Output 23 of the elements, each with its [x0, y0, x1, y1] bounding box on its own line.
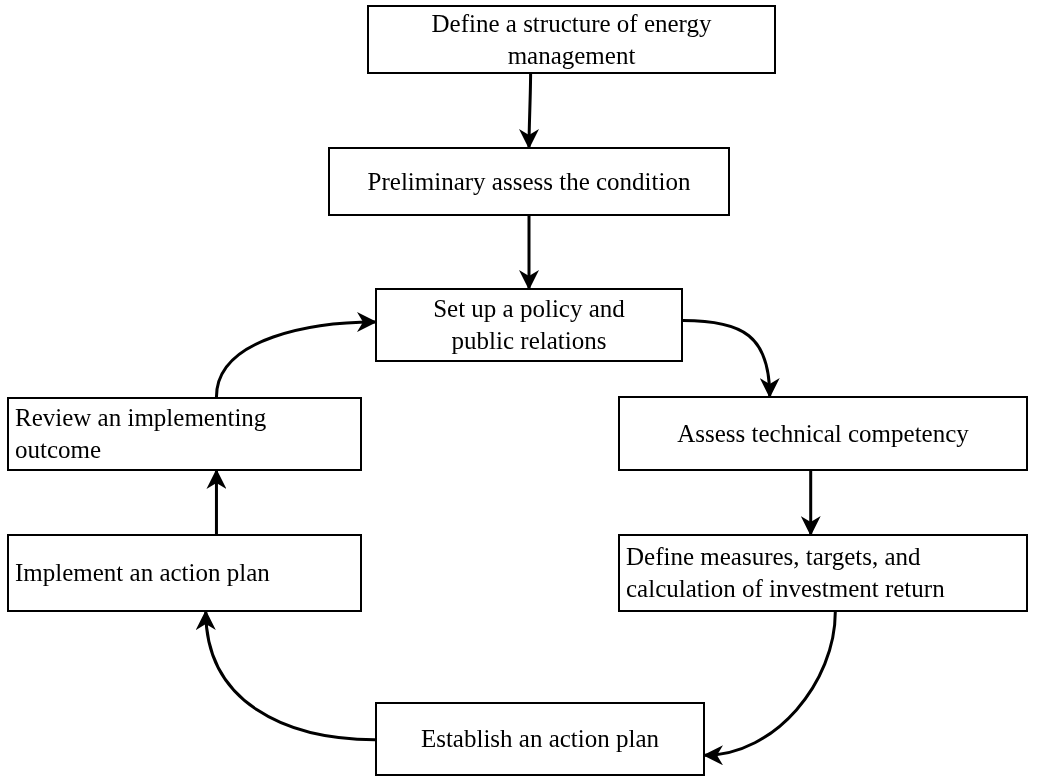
box-label: Assess technical competency: [677, 418, 969, 449]
arrow: [519, 216, 539, 290]
arrow: [214, 312, 377, 398]
process-box: [7, 534, 362, 612]
box-label: Set up a policy and public relations: [432, 294, 626, 356]
box-label: Review an implementing outcome: [15, 403, 268, 465]
box-label: Define a structure of energy management: [430, 8, 713, 71]
box-label: Define measures, targets, and calculation of investment return: [626, 542, 946, 604]
arrow: [519, 74, 540, 149]
arrow: [206, 469, 227, 534]
process-box: [328, 147, 730, 216]
arrow: [682, 319, 779, 398]
box-label: Preliminary assess the condition: [367, 166, 691, 197]
box-label: Implement an action plan: [15, 558, 270, 588]
arrow: [800, 471, 821, 536]
arrow: [197, 610, 376, 742]
process-box: [367, 5, 776, 74]
process-box: [7, 397, 362, 471]
process-box: [375, 288, 683, 362]
process-box: [618, 396, 1028, 471]
process-box: [375, 702, 705, 776]
box-label: Establish an action plan: [420, 724, 660, 754]
process-box: [618, 534, 1028, 612]
